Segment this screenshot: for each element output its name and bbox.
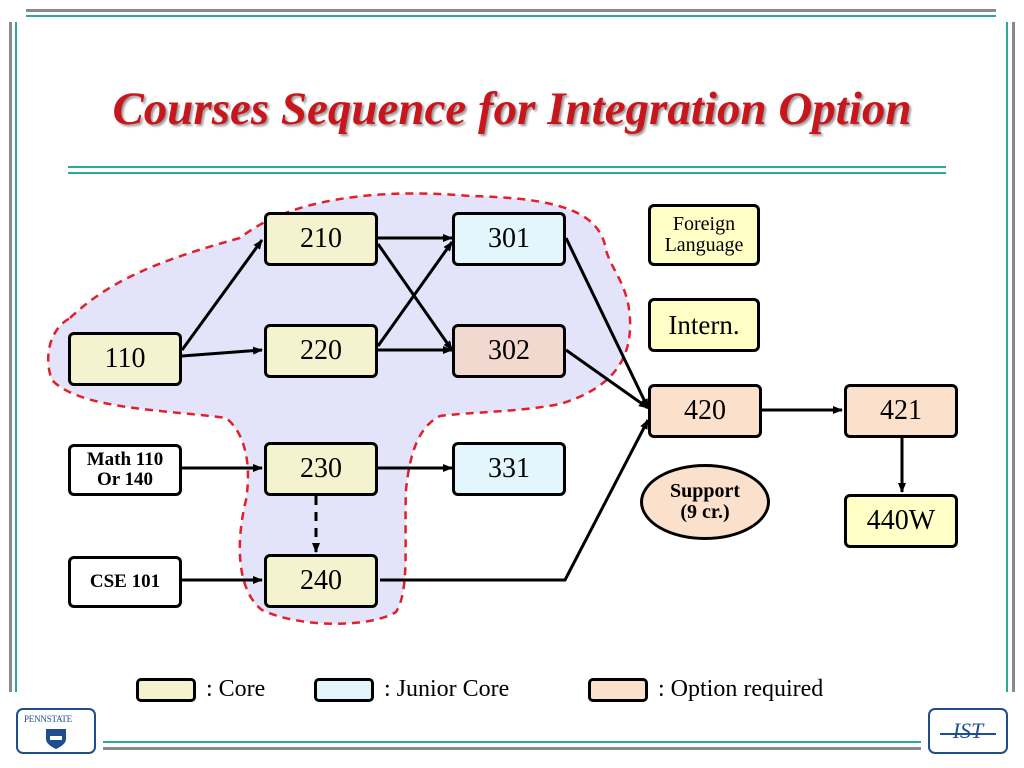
frame-top-rule — [26, 9, 996, 12]
course-210: 210 — [264, 212, 378, 266]
arrow-110-210 — [180, 239, 264, 351]
internship-box: Intern. — [648, 298, 760, 352]
course-220: 220 — [264, 324, 378, 378]
frame-left-rule — [9, 22, 12, 692]
ist-logo: IST — [928, 708, 1008, 754]
prereq-math: Math 110 Or 140 — [68, 444, 182, 496]
prereq-math-line1: Math 110 — [86, 449, 164, 471]
legend-swatch-core — [136, 678, 196, 702]
frame-right-rule-teal — [1006, 22, 1008, 692]
frame-left-rule-teal — [15, 22, 17, 692]
course-302: 302 — [452, 324, 566, 378]
title-underline — [68, 166, 946, 168]
support-oval: Support (9 cr.) — [640, 464, 770, 540]
legend-swatch-junior-core — [314, 678, 374, 702]
frame-top-rule-teal — [26, 15, 996, 17]
frame-right-rule — [1012, 22, 1015, 692]
pennstate-shield-icon — [46, 729, 66, 749]
arrow-301-420 — [564, 237, 650, 409]
prereq-math-line2: Or 140 — [96, 469, 154, 490]
support-line1: Support — [669, 480, 741, 502]
core-region-highlight — [46, 192, 632, 625]
title-underline-2 — [68, 172, 946, 174]
frame-bottom-rule-teal — [103, 741, 921, 743]
foreign-language-line2: Language — [664, 234, 744, 256]
frame-bottom-rule — [103, 747, 921, 750]
support-line2: (9 cr.) — [680, 501, 730, 523]
prereq-cse: CSE 101 — [68, 556, 182, 608]
pennstate-wordmark: PENNSTATE — [24, 714, 72, 724]
legend-swatch-option-required — [588, 678, 648, 702]
pennstate-logo: PENNSTATE — [16, 708, 96, 754]
ist-wordmark: IST — [952, 718, 984, 743]
arrow-210-302 — [376, 243, 454, 351]
page-title: Courses Sequence for Integration Option — [112, 83, 912, 135]
arrow-220-301 — [376, 241, 454, 347]
arrow-302-420 — [565, 348, 649, 410]
foreign-language-line1: Foreign — [672, 213, 736, 235]
course-110: 110 — [68, 332, 182, 386]
foreign-language-box: Foreign Language — [648, 204, 760, 266]
arrow-240-420 — [380, 419, 650, 582]
course-420: 420 — [648, 384, 762, 438]
ist-strike-line — [940, 733, 996, 735]
course-440w: 440W — [844, 494, 958, 548]
course-230: 230 — [264, 442, 378, 496]
course-301: 301 — [452, 212, 566, 266]
legend-label-junior-core: : Junior Core — [384, 676, 510, 702]
legend-label-option-required: : Option required — [658, 676, 824, 702]
legend-label-core: : Core — [206, 676, 266, 702]
course-331: 331 — [452, 442, 566, 496]
course-421: 421 — [844, 384, 958, 438]
course-240: 240 — [264, 554, 378, 608]
arrow-110-220 — [181, 346, 263, 358]
